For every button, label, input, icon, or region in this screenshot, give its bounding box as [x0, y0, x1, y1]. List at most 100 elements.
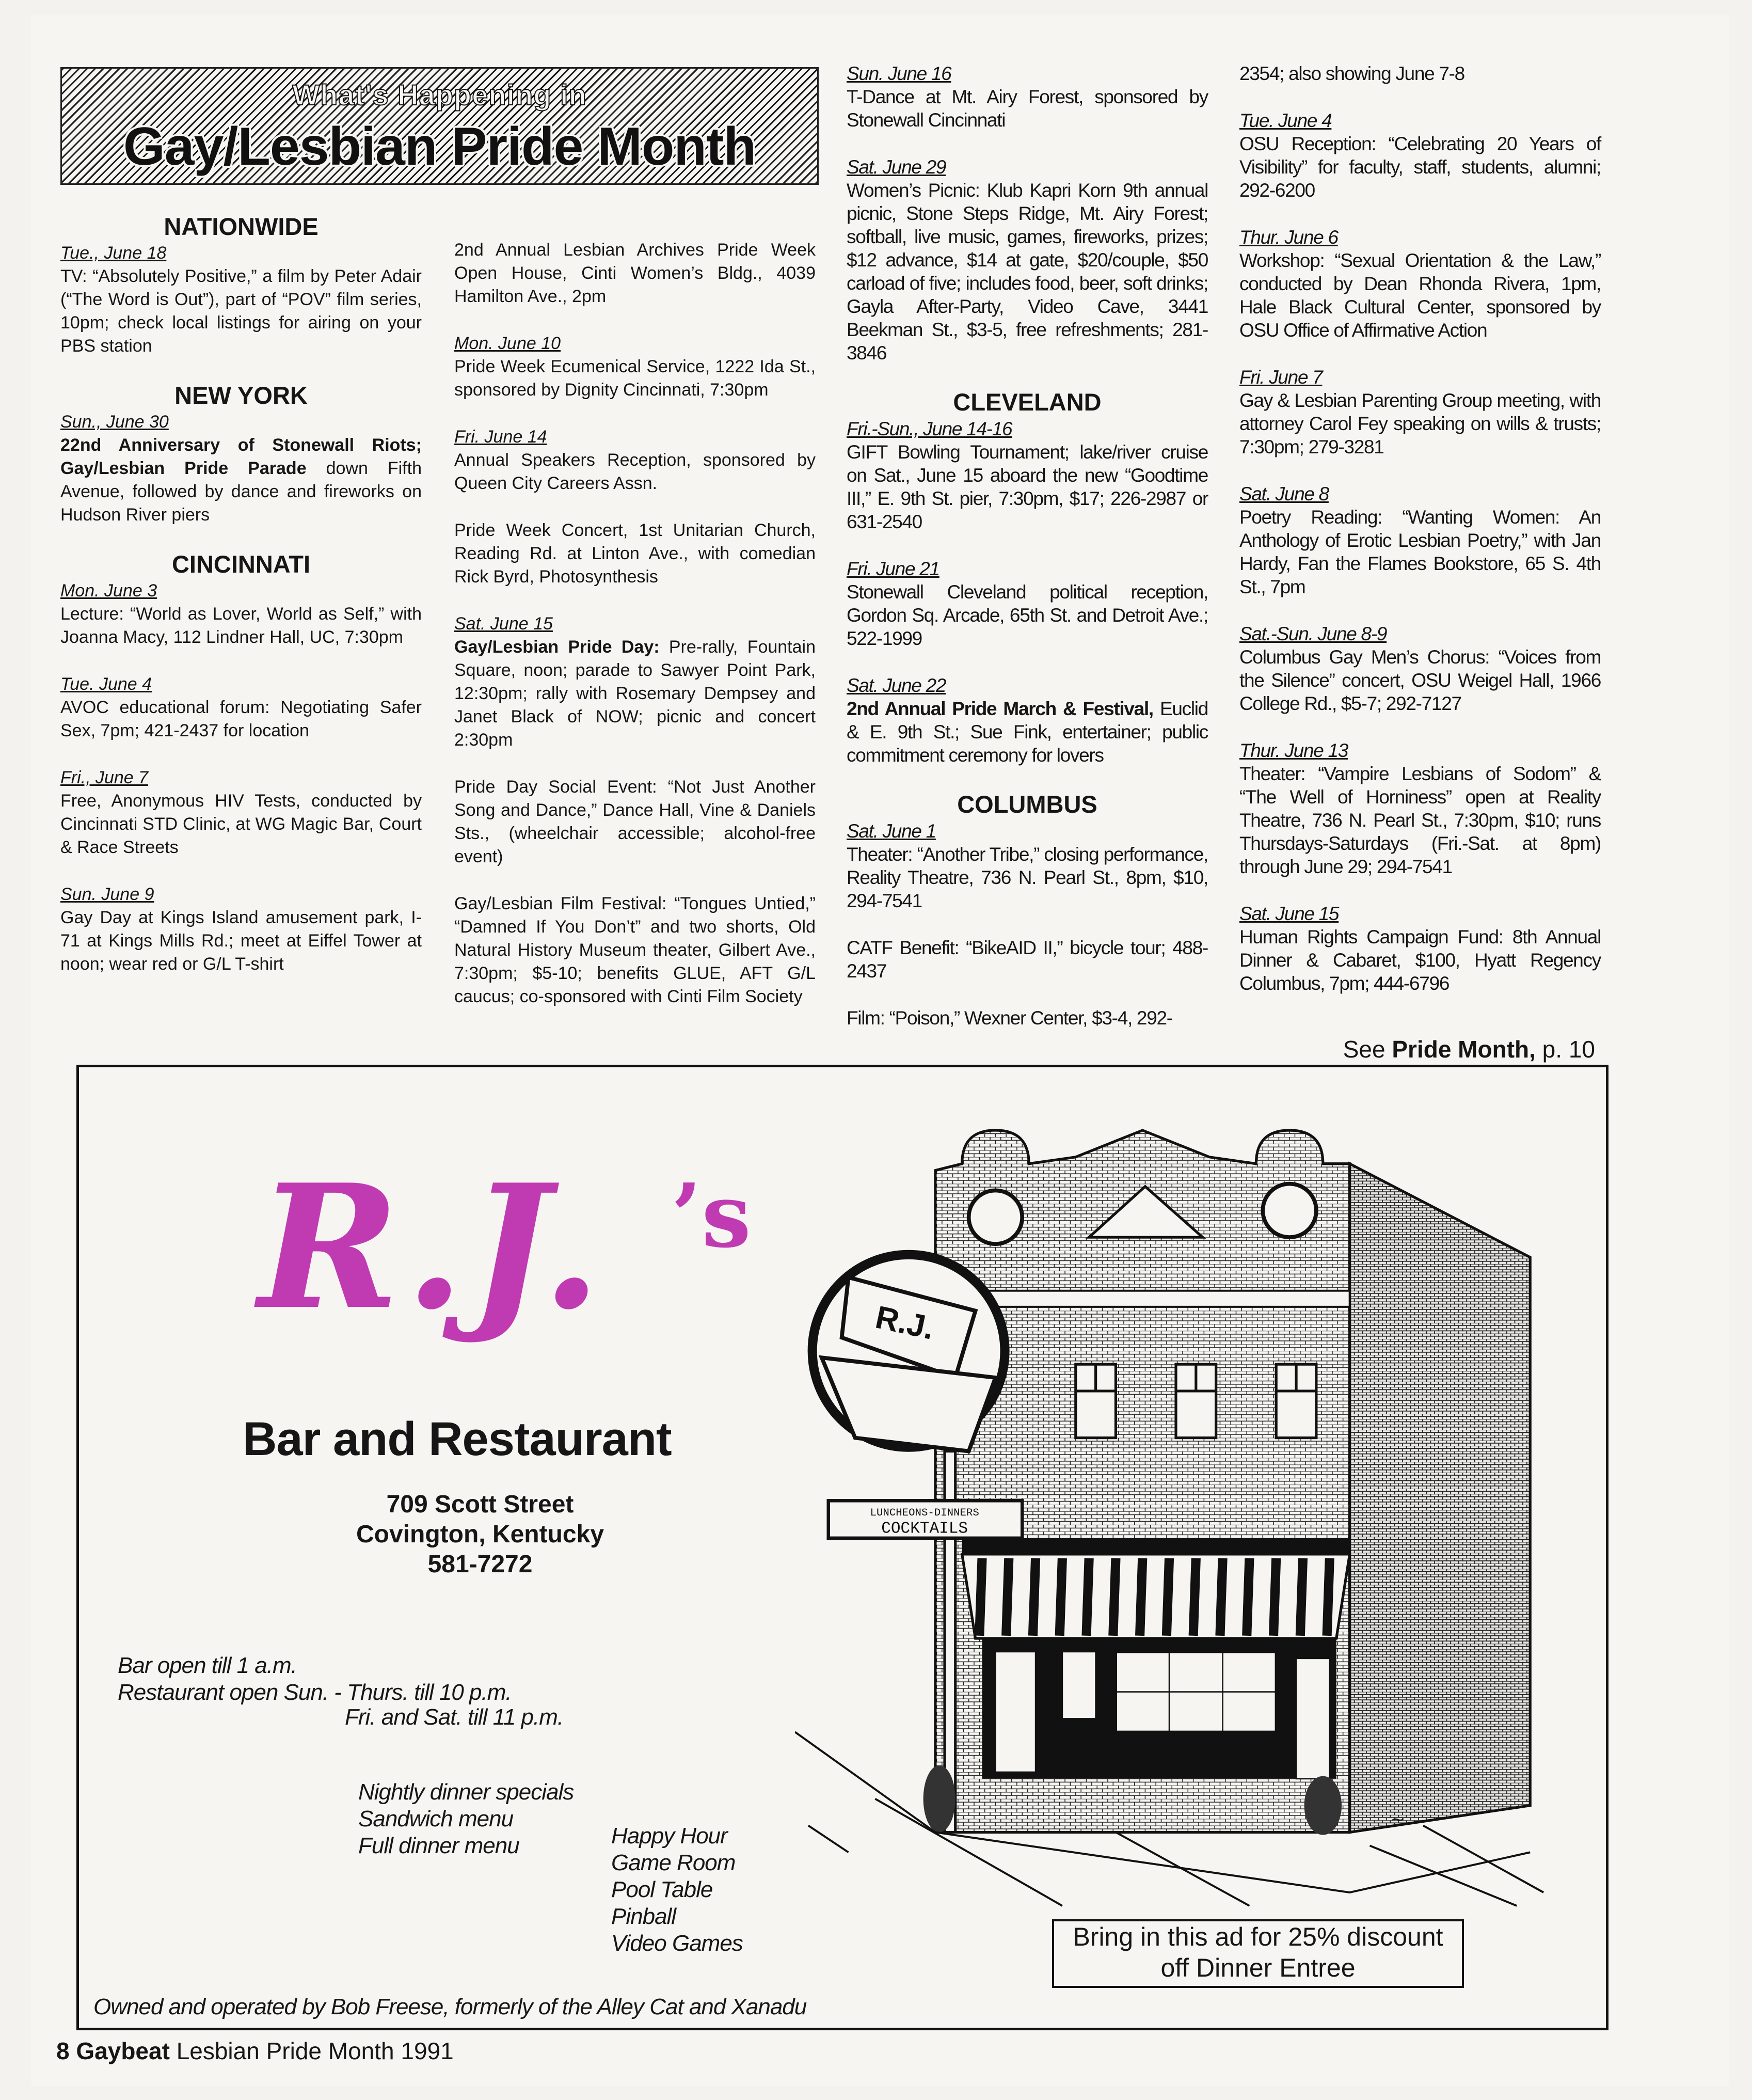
building-illustration: R.J. LUNCHEONS-DINNERS COCKTAILS ~ — [795, 1129, 1544, 1907]
amenities-list: Happy Hour Game Room Pool Table Pinball … — [611, 1823, 743, 1957]
region-heading: NEW YORK — [174, 382, 308, 409]
continued-note: See Pride Month, p. 10 — [1239, 1035, 1595, 1063]
planter-right — [1304, 1776, 1342, 1835]
issue-name: Lesbian Pride Month 1991 — [176, 2038, 454, 2064]
rj-advertisement — [76, 1065, 1608, 2030]
planter-left — [923, 1765, 955, 1833]
upper-windows — [1074, 1363, 1318, 1440]
menu-item: Nightly dinner specials — [358, 1779, 574, 1805]
region-heading: NATIONWIDE — [164, 213, 318, 240]
event-date: Thur. June 13 — [1239, 740, 1348, 761]
parapet-round-window-right — [1261, 1181, 1318, 1240]
event-description: Gay & Lesbian Parenting Group meeting, w… — [1239, 390, 1601, 457]
side-wall — [1348, 1161, 1532, 1834]
event-description: Film: “Poison,” Wexner Center, $3-4, 292… — [847, 1007, 1173, 1029]
event-description: Pride Day Social Event: “Not Just Anothe… — [454, 777, 816, 866]
event-description: T-Dance at Mt. Airy Forest, sponsored by… — [847, 86, 1208, 131]
event-date: Fri. June 7 — [1239, 367, 1323, 388]
ad-address: 709 Scott Street Covington, Kentucky 581… — [310, 1490, 650, 1580]
event-listing: Pride Day Social Event: “Not Just Anothe… — [454, 776, 816, 869]
event-description: Gay Day at Kings Island amusement park, … — [60, 908, 422, 974]
sidewalk-lines — [795, 1731, 1544, 1907]
discount-line-2: off Dinner Entree — [1160, 1953, 1356, 1982]
parapet-round-window-left — [966, 1188, 1025, 1246]
event-listing: Sat. June 15 Gay/Lesbian Pride Day: Pre-r… — [454, 612, 816, 752]
ad-subtitle: Bar and Restaurant — [243, 1413, 672, 1465]
cocktails-sign — [826, 1499, 1024, 1540]
event-listing: CATF Benefit: “BikeAID II,” bicycle tour… — [847, 936, 1208, 983]
region-heading: COLUMBUS — [957, 791, 1097, 818]
event-description: TV: “Absolutely Positive,” a film by Pet… — [60, 266, 422, 356]
event-description: 2nd Annual Lesbian Archives Pride Week O… — [454, 240, 816, 306]
event-date: Sat. June 1 — [847, 820, 936, 842]
striped-awning — [960, 1553, 1351, 1640]
event-listing: Sun., June 30 22nd Anniversary of Stonewa… — [60, 410, 422, 527]
weekend-hours: Fri. and Sat. till 11 p.m. — [345, 1704, 564, 1730]
bar-hours: Bar open till 1 a.m. — [118, 1653, 297, 1678]
amenity-item: Video Games — [611, 1931, 743, 1956]
event-description: GIFT Bowling Tournament; lake/river crui… — [847, 441, 1208, 532]
rj-logo: R.J. — [258, 1147, 607, 1347]
pediment — [1085, 1185, 1206, 1239]
event-listing: 2354; also showing June 7-8 — [1239, 62, 1601, 85]
event-description: down Fifth Avenue, followed by dance and… — [60, 459, 422, 525]
event-description: CATF Benefit: “BikeAID II,” bicycle tour… — [847, 937, 1208, 982]
menu-item: Full dinner menu — [358, 1833, 520, 1858]
sign-luncheons-text: LUNCHEONS-DINNERS — [870, 1507, 979, 1519]
event-description: Theater: “Vampire Lesbians of Sodom” & “… — [1239, 763, 1601, 877]
event-description: Human Rights Campaign Fund: 8th Annual D… — [1239, 926, 1601, 994]
listing-column-1: NATIONWIDE Tue., June 18 TV: “Absolutely P… — [60, 213, 422, 1000]
event-date: Sun., June 30 — [60, 412, 169, 432]
page-number: 8 — [56, 2038, 70, 2064]
event-date: Tue. June 4 — [1239, 110, 1332, 131]
event-listing: Gay/Lesbian Film Festival: “Tongues Unti… — [454, 892, 816, 1008]
header-title: Gay/Lesbian Pride Month — [123, 117, 756, 177]
region-heading: CINCINNATI — [171, 550, 311, 578]
event-highlight: Gay/Lesbian Pride Day: — [454, 637, 660, 657]
event-date: Sat. June 22 — [847, 675, 946, 696]
event-date: Tue., June 18 — [60, 243, 167, 263]
event-listing: Tue., June 18 TV: “Absolutely Positive,” … — [60, 242, 422, 358]
event-description: Pre-rally, Fountain Square, noon; parade… — [454, 637, 816, 750]
continued-page: p. 10 — [1535, 1036, 1595, 1063]
address-phone: 581-7272 — [427, 1551, 533, 1578]
event-listing: Film: “Poison,” Wexner Center, $3-4, 292… — [847, 1006, 1208, 1030]
amenity-item: Pinball — [611, 1904, 676, 1929]
address-city: Covington, Kentucky — [356, 1521, 604, 1548]
section-header-banner: What's Happening in Gay/Lesbian Pride Mo… — [60, 67, 819, 185]
event-description: Gay/Lesbian Film Festival: “Tongues Unti… — [454, 894, 816, 1006]
event-description: Free, Anonymous HIV Tests, conducted by … — [60, 791, 422, 857]
event-description: Euclid & E. 9th St.; Sue Fink, entertain… — [847, 698, 1208, 766]
event-date: Fri. June 14 — [454, 427, 547, 447]
rj-logo-suffix: ’s — [671, 1164, 751, 1268]
event-listing: 2nd Annual Lesbian Archives Pride Week O… — [454, 239, 816, 308]
event-description: 2354; also showing June 7-8 — [1239, 63, 1465, 84]
event-highlight: 22nd Anniversary of Stonewall Riots; Gay… — [60, 435, 422, 478]
event-description: Workshop: “Sexual Orientation & the Law,… — [1239, 250, 1601, 341]
event-description: Stonewall Cleveland political reception,… — [847, 581, 1208, 649]
event-date: Thur. June 6 — [1239, 227, 1339, 248]
event-date: Sat. June 15 — [454, 614, 553, 634]
event-date: Sun. June 16 — [847, 63, 952, 84]
publication-name: Gaybeat — [76, 2038, 170, 2064]
menu-list: Nightly dinner specials Sandwich menu Fu… — [358, 1779, 574, 1859]
event-description: Theater: “Another Tribe,” closing perfor… — [847, 844, 1208, 911]
event-date: Sat. June 15 — [1239, 903, 1339, 924]
sign-cocktails-text: COCKTAILS — [881, 1520, 968, 1538]
